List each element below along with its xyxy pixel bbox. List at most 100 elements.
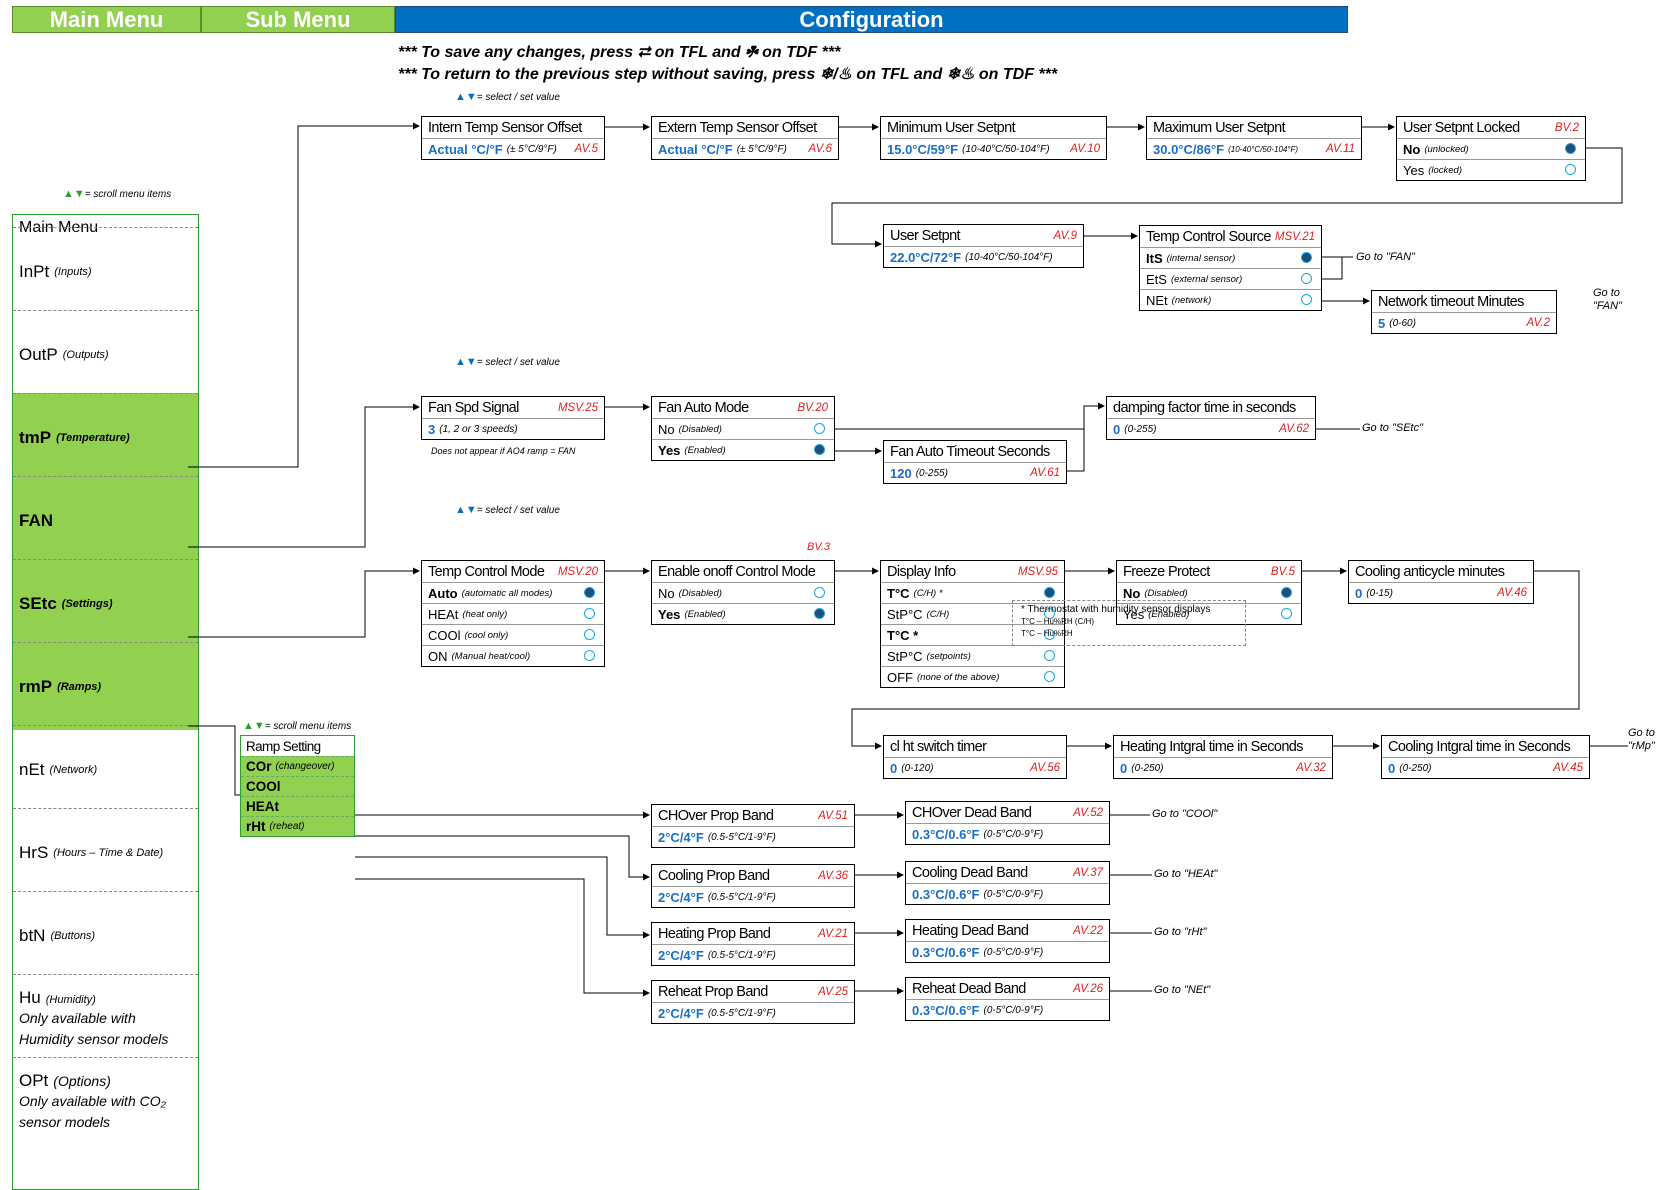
main-menu-item-fan[interactable]: FAN xyxy=(13,476,198,564)
option-row[interactable]: Yes(locked) xyxy=(1397,159,1585,180)
max-setpoint-box[interactable]: Maximum User Setpnt 30.0°C/86°F(10-40°C/… xyxy=(1146,116,1362,160)
cooling-anticycle-box[interactable]: Cooling anticycle minutes 0(0-15)AV.46 xyxy=(1348,560,1534,604)
main-menu-item-inpt[interactable]: InPt(Inputs) xyxy=(13,227,198,315)
radio-icon[interactable] xyxy=(1301,273,1312,284)
radio-selected-icon[interactable] xyxy=(1565,143,1576,154)
option-row[interactable]: EtS(external sensor) xyxy=(1140,268,1321,289)
extern-temp-offset-box[interactable]: Extern Temp Sensor Offset Actual °C/°F(±… xyxy=(651,116,839,160)
intern-temp-offset-box[interactable]: Intern Temp Sensor Offset Actual °C/°F(±… xyxy=(421,116,605,160)
note-line: T°C – Hu%RH (C/H) xyxy=(1021,617,1094,626)
option-row[interactable]: OFF(none of the above) xyxy=(881,666,1064,687)
radio-icon[interactable] xyxy=(1301,294,1312,305)
option-sub: (setpoints) xyxy=(926,650,971,662)
radio-icon[interactable] xyxy=(1044,608,1055,619)
goto-line: Go to xyxy=(1593,287,1620,299)
option-row[interactable]: StP°C(setpoints) xyxy=(881,645,1064,666)
option-row[interactable]: HEAt(heat only) xyxy=(422,603,604,624)
box-title: Temp Control Source xyxy=(1146,228,1271,245)
option-row[interactable]: NEt(network) xyxy=(1140,289,1321,310)
option-row[interactable]: T°C * xyxy=(881,624,1064,645)
option-label: T°C xyxy=(887,585,910,601)
configuration-header: Configuration xyxy=(395,6,1348,33)
range-text: (0-60) xyxy=(1389,317,1416,329)
radio-selected-icon[interactable] xyxy=(1281,587,1292,598)
option-row[interactable]: Yes(Enabled) xyxy=(1117,603,1301,624)
option-row[interactable]: Auto(automatic all modes) xyxy=(422,582,604,603)
option-row[interactable]: ItS(internal sensor) xyxy=(1140,247,1321,268)
radio-icon[interactable] xyxy=(814,587,825,598)
ramp-item-rht[interactable]: rHt(reheat) xyxy=(241,816,354,836)
radio-selected-icon[interactable] xyxy=(814,444,825,455)
radio-icon[interactable] xyxy=(1044,650,1055,661)
option-row[interactable]: T°C(C/H) * xyxy=(881,582,1064,603)
radio-icon[interactable] xyxy=(584,608,595,619)
option-row[interactable]: Yes(Enabled) xyxy=(652,603,834,624)
main-menu-item-outp[interactable]: OutP(Outputs) xyxy=(13,310,198,398)
option-row[interactable]: StP°C(C/H) xyxy=(881,603,1064,624)
select-hint-text: = select / set value xyxy=(476,92,560,103)
value-text: 15.0°C/59°F xyxy=(887,141,959,157)
ramp-item-heat[interactable]: HEAt xyxy=(241,796,354,816)
main-menu-item-hrs[interactable]: HrS(Hours – Time & Date) xyxy=(13,808,198,896)
option-row[interactable]: COOl(cool only) xyxy=(422,624,604,645)
enable-onoff-box[interactable]: Enable onoff Control Mode No(Disabled) Y… xyxy=(651,560,835,625)
clht-switch-timer-box[interactable]: cl ht switch timer 0(0-120)AV.56 xyxy=(883,735,1067,779)
option-row[interactable]: No(Disabled) xyxy=(652,582,834,603)
ramp-item-cool[interactable]: COOl xyxy=(241,776,354,796)
main-menu-item-btn[interactable]: btN(Buttons) xyxy=(13,891,198,979)
damping-factor-box[interactable]: damping factor time in seconds 0(0-255)A… xyxy=(1106,396,1316,440)
radio-selected-icon[interactable] xyxy=(1301,252,1312,263)
radio-selected-icon[interactable] xyxy=(1044,587,1055,598)
option-row[interactable]: No(Disabled) xyxy=(1117,582,1301,603)
radio-icon[interactable] xyxy=(814,423,825,434)
main-menu-item-rmp[interactable]: rmP (Ramps) xyxy=(13,642,198,730)
ramp-item-cor[interactable]: COr(changeover) xyxy=(241,756,354,776)
radio-icon[interactable] xyxy=(1044,671,1055,682)
radio-icon[interactable] xyxy=(1281,608,1292,619)
heating-integral-box[interactable]: Heating Intgral time in Seconds 0(0-250)… xyxy=(1113,735,1333,779)
option-row[interactable]: No(Disabled) xyxy=(652,418,834,439)
network-timeout-box[interactable]: Network timeout Minutes 5(0-60)AV.2 xyxy=(1371,290,1557,334)
option-label: ON xyxy=(428,648,448,664)
option-row[interactable]: Yes(Enabled) xyxy=(652,439,834,460)
radio-icon[interactable] xyxy=(1565,164,1576,175)
box-title: Cooling Dead Band xyxy=(912,864,1028,881)
option-row[interactable]: No(unlocked) xyxy=(1397,138,1585,159)
menu-item-label: rmP xyxy=(19,676,53,696)
cooling-integral-box[interactable]: Cooling Intgral time in Seconds 0(0-250)… xyxy=(1381,735,1590,779)
main-menu-item-setc[interactable]: SEtc(Settings) xyxy=(13,559,198,647)
radio-icon[interactable] xyxy=(584,629,595,640)
radio-icon[interactable] xyxy=(1044,629,1055,640)
min-setpoint-box[interactable]: Minimum User Setpnt 15.0°C/59°F(10-40°C/… xyxy=(880,116,1107,160)
box-title-row: Extern Temp Sensor Offset xyxy=(652,117,838,138)
radio-icon[interactable] xyxy=(584,650,595,661)
option-row[interactable]: ON(Manual heat/cool) xyxy=(422,645,604,666)
radio-selected-icon[interactable] xyxy=(814,608,825,619)
radio-selected-icon[interactable] xyxy=(584,587,595,598)
value-text: Actual °C/°F xyxy=(428,141,503,157)
menu-item-sub: (Ramps) xyxy=(57,680,102,693)
main-menu-item-net[interactable]: nEt(Network) xyxy=(13,725,198,813)
main-menu-item-tmp[interactable]: tmP(Temperature) xyxy=(13,393,198,481)
fan-auto-timeout-box[interactable]: Fan Auto Timeout Seconds 120(0-255)AV.61 xyxy=(883,440,1067,484)
